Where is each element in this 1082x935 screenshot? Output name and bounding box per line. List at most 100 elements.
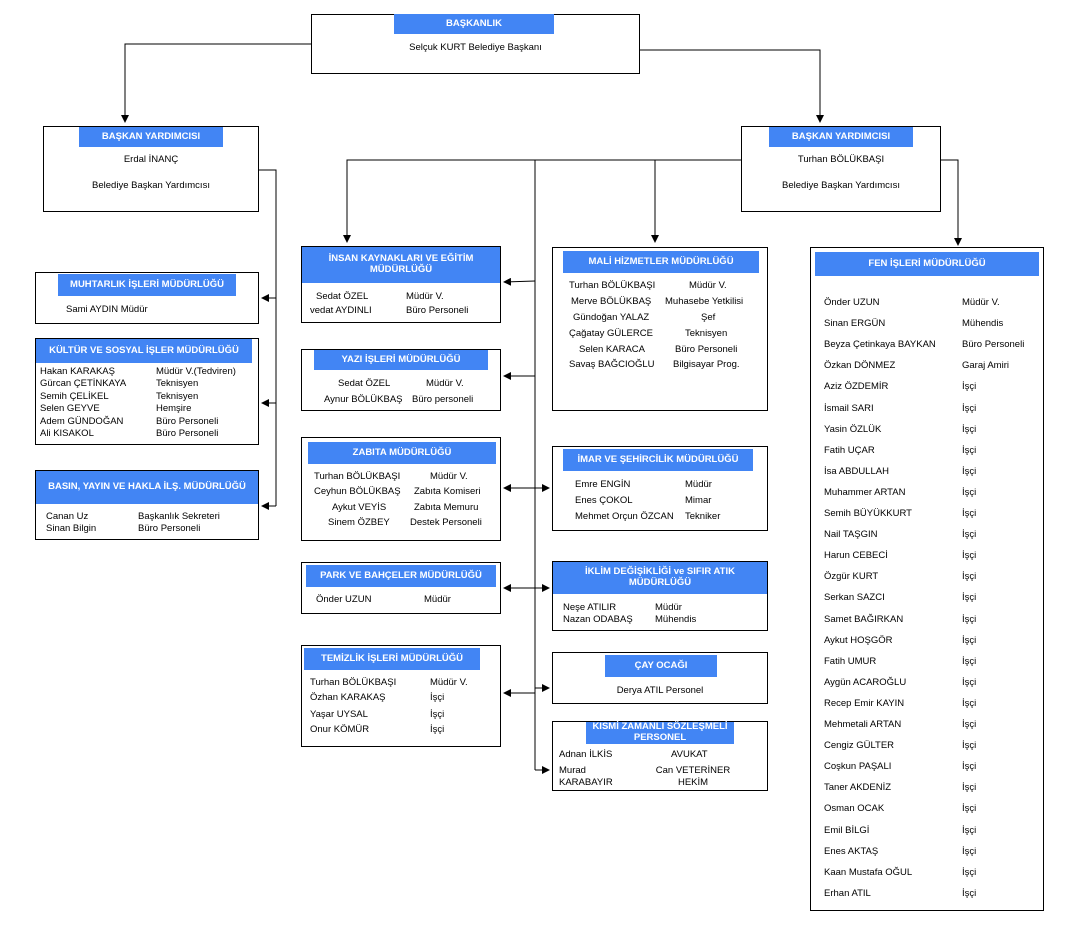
kultur-name: Gürcan ÇETİNKAYA xyxy=(40,378,127,389)
temizlik-role: İşçi xyxy=(430,724,445,735)
yazi-title: YAZI İŞLERİ MÜDÜRLÜĞÜ xyxy=(314,350,488,370)
fen-name: Erhan ATIL xyxy=(824,887,871,899)
cay-box: ÇAY OCAĞI Derya ATIL Personel xyxy=(552,652,768,704)
vp-right-title: BAŞKAN YARDIMCISI xyxy=(769,127,913,147)
fen-role: İşçi xyxy=(962,845,977,857)
kultur-role: Büro Personeli xyxy=(156,428,219,439)
park-box: PARK VE BAHÇELER MÜDÜRLÜĞÜ Önder UZUN Mü… xyxy=(301,562,501,614)
wire-to-fen xyxy=(941,159,962,246)
zabita-name: Turhan BÖLÜKBAŞI xyxy=(314,471,401,482)
wire-baskanlik-to-right-vp xyxy=(640,49,824,123)
zabita-role: Müdür V. xyxy=(430,471,468,482)
fen-name: İsa ABDULLAH xyxy=(824,465,889,477)
baskanlik-box: BAŞKANLIK Selçuk KURT Belediye Başkanı xyxy=(311,14,640,74)
yazi-name: Aynur BÖLÜKBAŞ xyxy=(324,394,403,405)
mali-name: Çağatay GÜLERCE xyxy=(569,328,653,339)
wire-to-insan xyxy=(503,277,536,286)
fen-role: İşçi xyxy=(962,465,977,477)
iklim-title: İKLİM DEĞİŞİKLİĞİ ve SIFIR ATIK MÜDÜRLÜĞ… xyxy=(553,562,767,594)
wire-left-vp-bus xyxy=(259,169,277,506)
mali-role: Teknisyen xyxy=(685,328,728,339)
fen-role: İşçi xyxy=(962,613,977,625)
temizlik-role: Müdür V. xyxy=(430,677,468,688)
vp-right-name: Turhan BÖLÜKBAŞI xyxy=(797,154,885,165)
basin-name: Canan Uz xyxy=(46,511,89,522)
insan-role: Müdür V. xyxy=(406,291,444,302)
fen-name: Beyza Çetinkaya BAYKAN xyxy=(824,339,936,351)
imar-role: Mimar xyxy=(685,495,712,506)
fen-name: Coşkun PAŞALI xyxy=(824,761,892,773)
fen-role: Büro Personeli xyxy=(962,339,1025,351)
temizlik-title: TEMİZLİK İŞLERİ MÜDÜRLÜĞÜ xyxy=(304,648,480,670)
kultur-role: Büro Personeli xyxy=(156,416,219,427)
cay-staff: Derya ATIL Personel xyxy=(616,685,704,696)
fen-name: Recep Emir KAYIN xyxy=(824,697,905,709)
kismi-title: KISMİ ZAMANLI SÖZLEŞMELİ PERSONEL xyxy=(586,721,734,744)
fen-name: Sinan ERGÜN xyxy=(824,318,886,330)
kismi-name: Murad KARABAYIR xyxy=(559,765,613,788)
vp-left-title: BAŞKAN YARDIMCISI xyxy=(79,127,223,147)
mali-title: MALİ HİZMETLER MÜDÜRLÜĞÜ xyxy=(563,251,759,273)
iklim-name: Nazan ODABAŞ xyxy=(563,614,633,625)
muhtarlik-box: MUHTARLIK İŞLERİ MÜDÜRLÜĞÜ Sami AYDIN Mü… xyxy=(35,272,259,324)
fen-role: İşçi xyxy=(962,782,977,794)
fen-role: İşçi xyxy=(962,719,977,730)
basin-role: Büro Personeli xyxy=(138,523,201,534)
zabita-name: Ceyhun BÖLÜKBAŞ xyxy=(314,486,401,497)
fen-role: İşçi xyxy=(962,423,977,435)
fen-name: Aygün ACAROĞLU xyxy=(824,676,907,688)
fen-name: Özgür KURT xyxy=(824,571,879,583)
mali-name: Turhan BÖLÜKBAŞI xyxy=(569,280,656,291)
fen-name: Fatih UMUR xyxy=(824,655,877,667)
mali-name: Gündoğan YALAZ xyxy=(573,312,650,323)
insan-box: İNSAN KAYNAKLARI VE EĞİTİM MÜDÜRLÜĞÜ Sed… xyxy=(301,246,501,323)
kultur-title: KÜLTÜR VE SOSYAL İŞLER MÜDÜRLÜĞÜ xyxy=(36,339,252,363)
fen-name: Samet BAĞIRKAN xyxy=(824,613,904,625)
zabita-name: Sinem ÖZBEY xyxy=(328,517,390,528)
kultur-role: Müdür V.(Tedviren) xyxy=(156,366,236,377)
vp-left-role: Belediye Başkan Yardımcısı xyxy=(92,180,210,191)
fen-name: Serkan SAZCI xyxy=(824,592,885,604)
fen-role: İşçi xyxy=(962,697,977,709)
mali-name: Savaş BAĞCIOĞLU xyxy=(569,359,655,370)
baskanlik-title: BAŞKANLIK xyxy=(394,14,554,34)
fen-role: İşçi xyxy=(962,402,977,414)
zabita-name: Aykut VEYİS xyxy=(332,502,387,513)
temizlik-name: Yaşar UYSAL xyxy=(310,709,368,720)
fen-title: FEN İŞLERİ MÜDÜRLÜĞÜ xyxy=(815,252,1039,276)
wire-right-vp-bus xyxy=(343,159,741,243)
fen-role: İşçi xyxy=(962,740,977,752)
zabita-box: ZABITA MÜDÜRLÜĞÜ Turhan BÖLÜKBAŞI Müdür … xyxy=(301,437,501,541)
fen-role: İşçi xyxy=(962,887,977,899)
fen-role: İşçi xyxy=(962,550,977,562)
mali-name: Selen KARACA xyxy=(579,344,646,355)
fen-role: İşçi xyxy=(962,508,977,519)
fen-name: Semih BÜYÜKKURT xyxy=(824,508,912,519)
fen-name: Fatih UÇAR xyxy=(824,444,875,456)
vp-right-role: Belediye Başkan Yardımcısı xyxy=(782,180,900,191)
imar-name: Enes ÇOKOL xyxy=(575,495,633,506)
park-name: Önder UZUN xyxy=(316,594,372,605)
fen-role: İşçi xyxy=(962,529,977,541)
yazi-name: Sedat ÖZEL xyxy=(338,378,391,389)
fen-role: İşçi xyxy=(962,824,977,836)
kismi-name: Adnan İLKİS xyxy=(559,749,613,760)
fen-name: Muhammer ARTAN xyxy=(824,486,906,498)
fen-name: Özkan DÖNMEZ xyxy=(824,360,896,372)
zabita-role: Zabıta Komiseri xyxy=(414,486,481,497)
kultur-role: Teknisyen xyxy=(156,391,199,402)
kultur-name: Semih ÇELİKEL xyxy=(40,391,109,402)
insan-role: Büro Personeli xyxy=(406,305,469,316)
yazi-role: Büro personeli xyxy=(412,394,474,405)
fen-name: Mehmetali ARTAN xyxy=(824,719,902,730)
insan-title: İNSAN KAYNAKLARI VE EĞİTİM MÜDÜRLÜĞÜ xyxy=(302,247,500,283)
fen-name: Taner AKDENİZ xyxy=(824,782,892,794)
imar-name: Mehmet Orçun ÖZCAN xyxy=(575,511,674,522)
mali-box: MALİ HİZMETLER MÜDÜRLÜĞÜ Turhan BÖLÜKBAŞ… xyxy=(552,247,768,411)
fen-role: İşçi xyxy=(962,444,977,456)
fen-role: Mühendis xyxy=(962,318,1004,330)
fen-role: Garaj Amiri xyxy=(962,360,1009,372)
iklim-name: Neşe ATILIR xyxy=(563,602,617,613)
